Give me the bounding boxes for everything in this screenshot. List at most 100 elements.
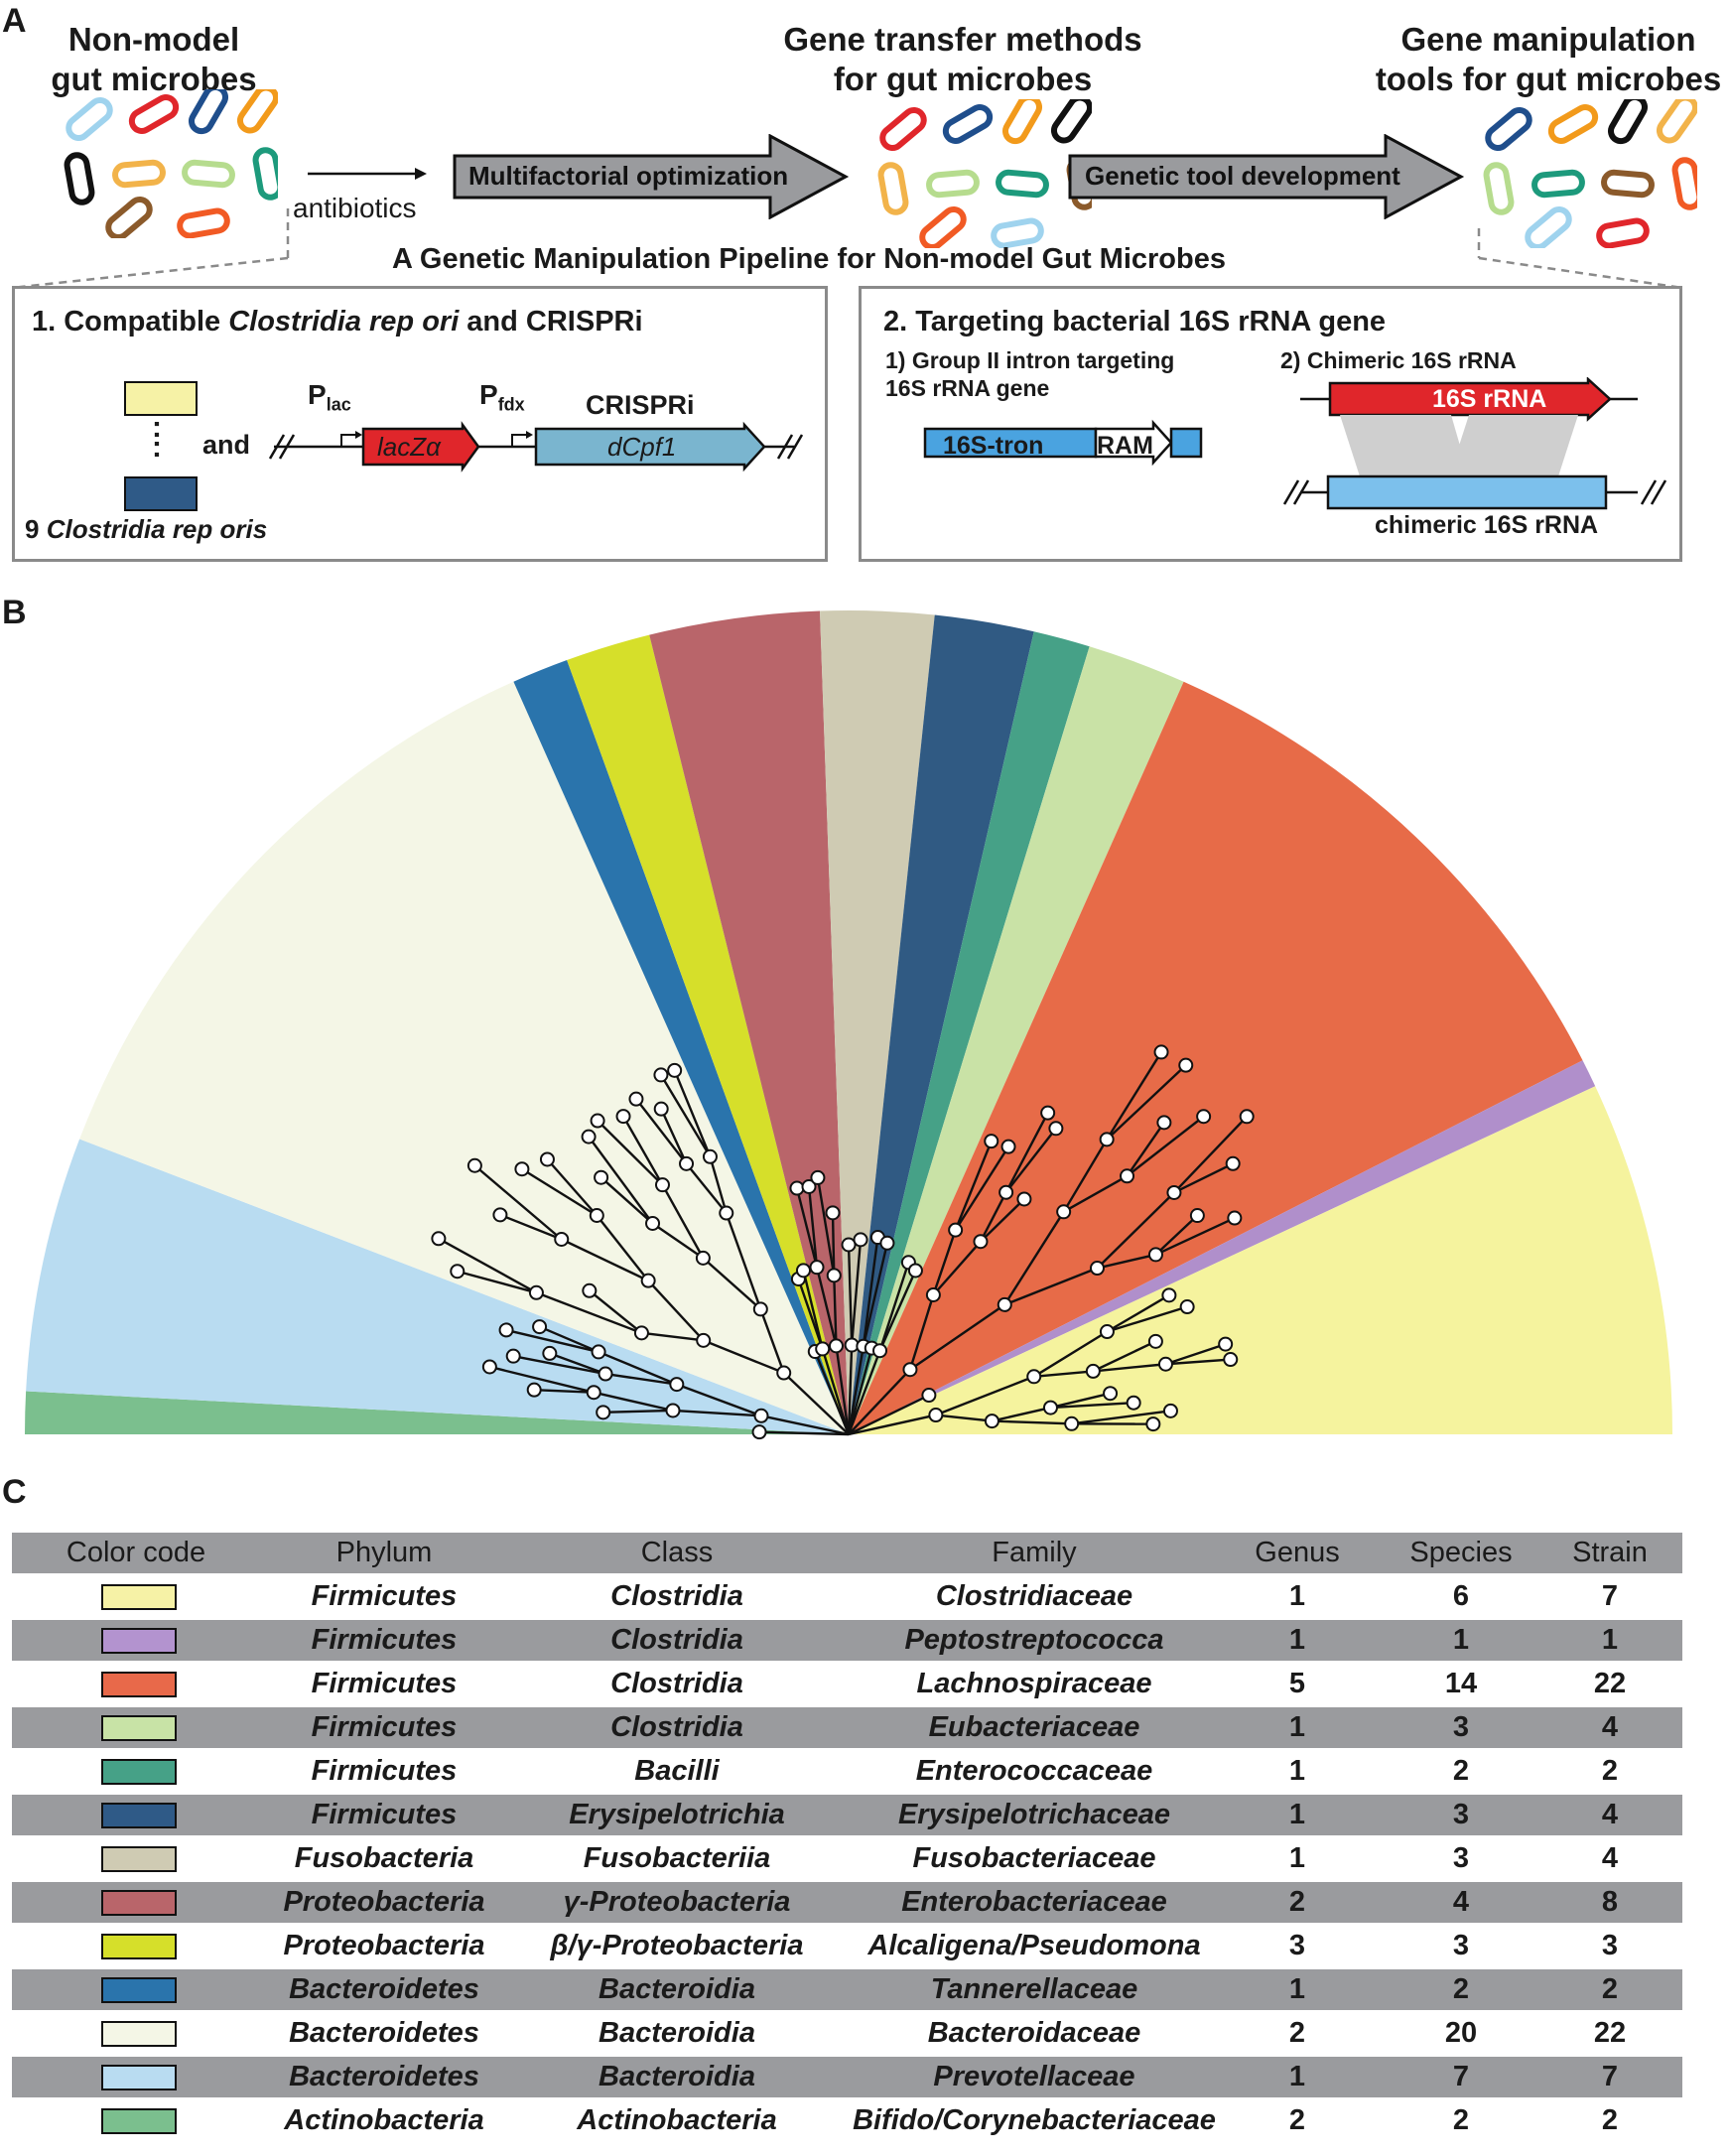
- species-cell: 3: [1452, 1799, 1470, 1830]
- microbe-cell: [236, 89, 278, 134]
- family-cell: Enterococcaceae: [915, 1755, 1153, 1787]
- tree-branch: [651, 1222, 705, 1260]
- tree-branch: [1004, 1128, 1057, 1193]
- class-cell: Bacteroidia: [599, 2017, 755, 2049]
- p-lac: P: [308, 379, 327, 410]
- microbe-cell: [942, 104, 994, 144]
- tree-node: [1026, 1369, 1042, 1385]
- tree-node: [872, 1343, 888, 1359]
- clade-wedge: [849, 1086, 1672, 1434]
- tree-node: [596, 1405, 611, 1420]
- microbe-cell: [1596, 217, 1650, 248]
- tree-node: [665, 1403, 681, 1418]
- microbe-cell: [1671, 157, 1697, 210]
- genus-cell: 2: [1288, 2017, 1306, 2049]
- genus-cell: 5: [1288, 1668, 1306, 1699]
- tree-stem: [848, 1368, 911, 1435]
- tree-node: [1099, 1132, 1115, 1147]
- tree-branch: [932, 1240, 982, 1296]
- tree-branch: [1173, 1115, 1249, 1194]
- genus-cell: 1: [1288, 1842, 1306, 1874]
- family-cell: Peptostreptococca: [904, 1624, 1164, 1656]
- tree-branch: [621, 1115, 664, 1186]
- strain-cell: 7: [1601, 2061, 1619, 2092]
- step3-title: Gene manipulation tools for gut microbes: [1360, 20, 1730, 99]
- species-cell: 20: [1444, 2017, 1478, 2049]
- strain-cell: 1: [1601, 1624, 1619, 1656]
- tree-branch: [473, 1164, 563, 1241]
- tree-node: [492, 1207, 508, 1223]
- class-cell: Clostridia: [610, 1668, 743, 1699]
- tool-development-arrow: [1068, 134, 1465, 219]
- clade-wedge: [25, 1391, 849, 1434]
- microbe-cell: [1608, 99, 1648, 145]
- tree-branch: [1093, 1363, 1166, 1373]
- tree-node: [667, 1062, 683, 1078]
- color-swatch: [101, 2021, 177, 2047]
- tree-branch: [980, 1198, 1025, 1243]
- tree-node: [1040, 1105, 1056, 1121]
- strain-cell: 4: [1601, 1799, 1619, 1830]
- phylogenetic-tree: [25, 610, 1672, 1440]
- tree-stem: [821, 1348, 851, 1435]
- genus-cell: 1: [1288, 1755, 1306, 1787]
- ram-label: RAM: [1097, 432, 1153, 460]
- tree-node: [1178, 1057, 1194, 1073]
- tree-branch: [802, 1270, 824, 1350]
- microbe-cell: [182, 159, 235, 189]
- tree-branch: [672, 1409, 762, 1417]
- tree-node: [752, 1301, 768, 1317]
- chimeric-label: chimeric 16S rRNA: [1375, 511, 1599, 539]
- species-cell: 6: [1452, 1580, 1470, 1612]
- tree-branch: [1097, 1253, 1156, 1270]
- tree-branch: [660, 1108, 688, 1164]
- p-fdx-sub: fdx: [497, 394, 525, 415]
- genus-cell: 1: [1288, 1973, 1306, 2005]
- tree-branch: [534, 1388, 595, 1394]
- family-cell: Clostridiaceae: [935, 1580, 1133, 1612]
- tree-branch: [850, 1239, 863, 1346]
- tree-node: [1189, 1208, 1205, 1224]
- tree-node: [928, 1408, 944, 1423]
- tree-branch: [539, 1325, 599, 1354]
- color-swatch: [101, 1934, 177, 1959]
- tree-branch: [641, 1331, 704, 1342]
- tree-node: [615, 1109, 631, 1125]
- tree-branch: [457, 1270, 537, 1294]
- tree-node: [542, 1345, 558, 1361]
- tree-branch: [935, 1375, 1035, 1416]
- antibiotics-arrow: [308, 168, 427, 180]
- tree-branch: [549, 1352, 606, 1376]
- tree-stem: [760, 1415, 850, 1436]
- microbe-cluster-3: [1483, 99, 1697, 248]
- clade-wedge: [849, 1060, 1596, 1434]
- strain-cell: 3: [1601, 1930, 1619, 1961]
- tree-node: [719, 1205, 734, 1221]
- microbe-cell: [996, 169, 1049, 199]
- rep-oris-prefix: 9: [25, 514, 47, 544]
- clade-wedge: [513, 660, 849, 1434]
- rep-ori-title-suffix: and CRISPRi: [459, 306, 643, 337]
- class-cell: β/γ-Proteobacteria: [550, 1930, 804, 1961]
- tree-node: [528, 1284, 544, 1300]
- color-swatch: [101, 1672, 177, 1697]
- tree-stem: [847, 1347, 873, 1435]
- microbe-cell: [1601, 169, 1655, 199]
- tree-node: [591, 1344, 606, 1360]
- tree-branch: [862, 1242, 889, 1347]
- step2-title-line1: Gene transfer methods: [783, 21, 1142, 58]
- species-cell: 2: [1452, 1755, 1470, 1787]
- tree-branch: [816, 1177, 836, 1277]
- tree-node: [679, 1155, 695, 1171]
- antibiotics-label: antibiotics: [293, 193, 417, 223]
- tree-branch: [954, 1145, 1010, 1231]
- chimeric-rrna-diagram: [1282, 377, 1667, 510]
- family-cell: Erysipelotrichaceae: [897, 1799, 1171, 1830]
- tree-node: [1225, 1155, 1241, 1171]
- tree-branch: [992, 1419, 1072, 1425]
